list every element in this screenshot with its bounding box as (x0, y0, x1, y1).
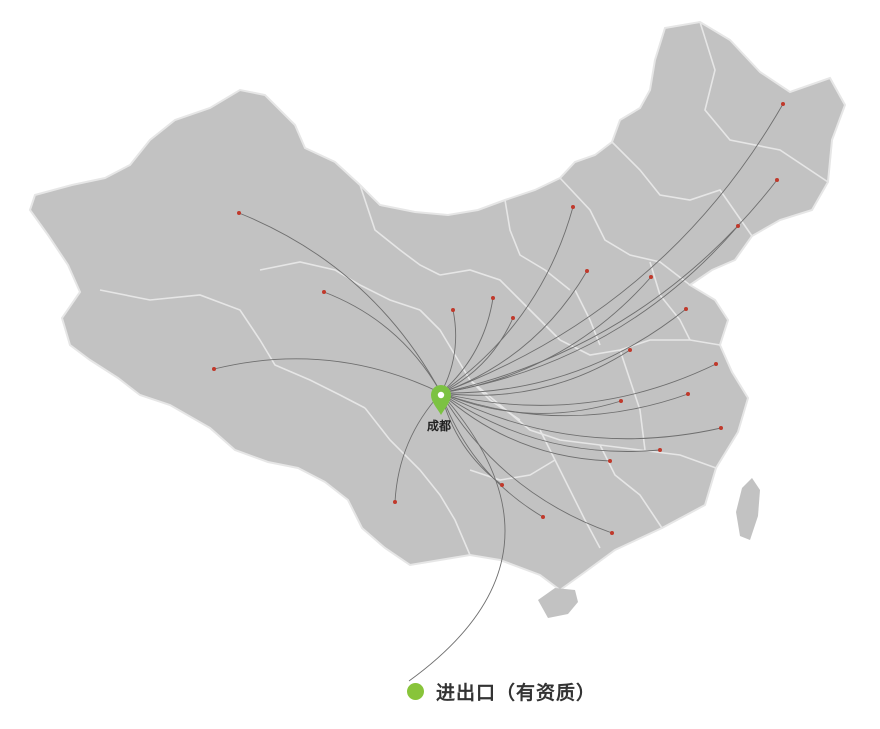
route-line (440, 392, 722, 440)
destination-dot (686, 392, 690, 396)
route-line (408, 392, 506, 682)
destination-dot (237, 211, 241, 215)
destination-dot (719, 426, 723, 430)
route-line (394, 392, 442, 503)
hainan-island (538, 588, 578, 618)
route-line (323, 291, 442, 394)
legend-dot-icon (407, 683, 424, 700)
destination-dot (541, 515, 545, 519)
route-line (440, 392, 544, 518)
destination-dot (781, 102, 785, 106)
destination-dot (322, 290, 326, 294)
route-line (238, 212, 442, 394)
destination-dot (775, 178, 779, 182)
destination-dot (610, 531, 614, 535)
destination-dot (393, 500, 397, 504)
route-lines (213, 103, 784, 682)
destination-dot (571, 205, 575, 209)
destination-dot (714, 362, 718, 366)
route-line (440, 349, 631, 396)
route-line (440, 309, 457, 394)
city-dots (212, 102, 785, 535)
province-borders (99, 21, 829, 556)
route-line (440, 392, 611, 462)
route-line (440, 392, 613, 534)
destination-dot (619, 399, 623, 403)
destination-dot (491, 296, 495, 300)
hub-marker (431, 385, 451, 415)
mainland (28, 20, 847, 592)
route-line (440, 206, 574, 394)
route-line (440, 317, 514, 394)
destination-dot (500, 483, 504, 487)
pin-center (437, 391, 445, 399)
destination-dot (451, 308, 455, 312)
destination-dot (736, 224, 740, 228)
route-line (440, 363, 717, 406)
taiwan-island (736, 478, 760, 540)
destination-dot (585, 269, 589, 273)
route-line (213, 358, 442, 394)
legend-label: 进出口（有资质） (436, 682, 597, 704)
destination-dot (658, 448, 662, 452)
destination-dot (684, 307, 688, 311)
legend: 进出口（有资质） (407, 678, 596, 705)
destination-dot (649, 275, 653, 279)
route-line (440, 297, 494, 394)
route-line (440, 276, 652, 394)
route-line (440, 392, 661, 452)
hub-city-label: 成都 (427, 419, 452, 433)
destination-dot (212, 367, 216, 371)
destination-dot (628, 348, 632, 352)
destination-dot (511, 316, 515, 320)
route-line (440, 392, 622, 414)
destination-dot (608, 459, 612, 463)
route-line (440, 392, 689, 417)
location-pin-icon (431, 385, 451, 415)
route-line (440, 103, 784, 394)
route-line (440, 179, 778, 394)
land-mass (28, 20, 847, 618)
route-line (440, 308, 687, 394)
route-line (440, 270, 588, 394)
